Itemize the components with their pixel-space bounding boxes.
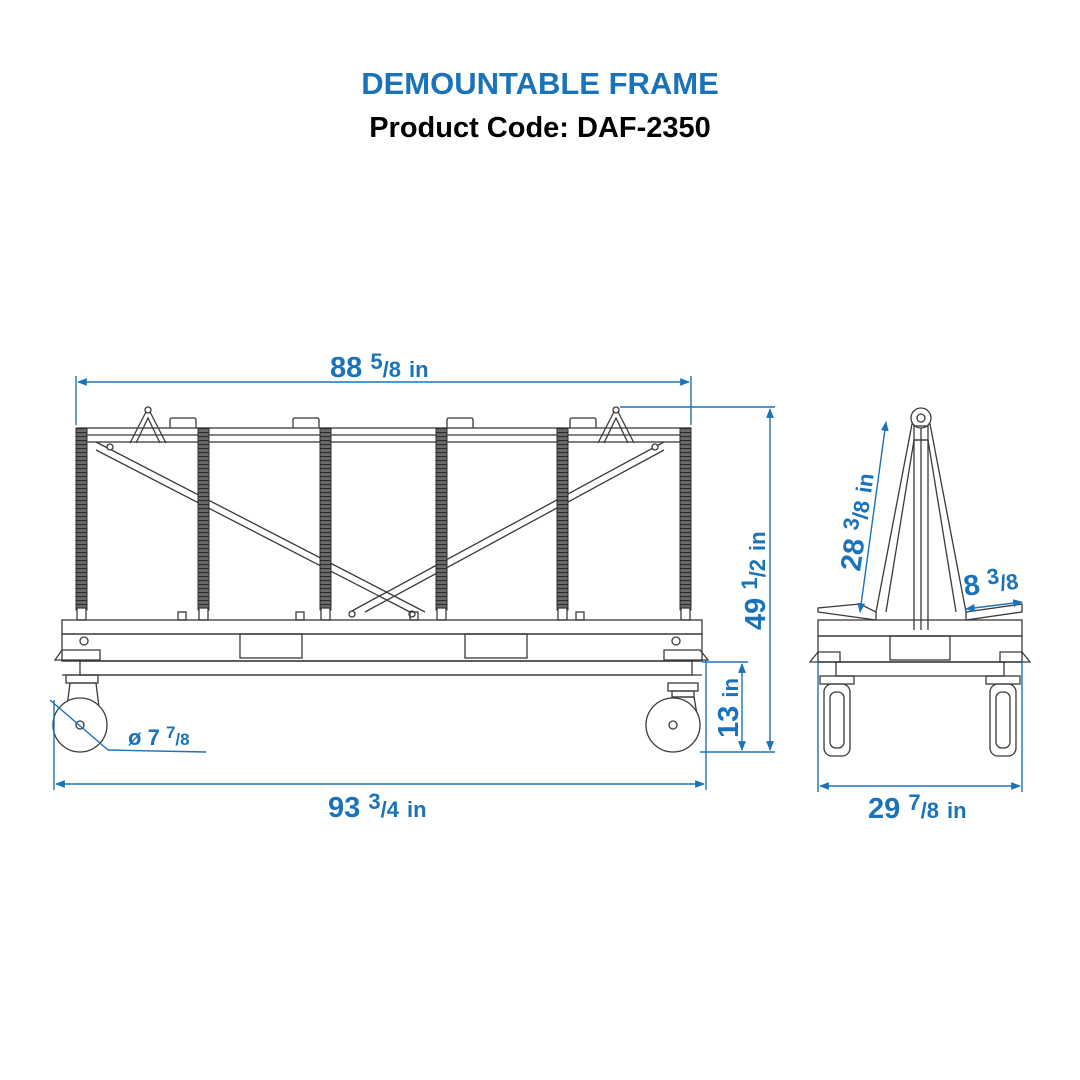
straps [75,427,692,621]
lifting-eyes [129,406,635,444]
side-arm-label: 28 3/8 in [832,470,880,572]
wheel-diameter-label: ø 7 7/8 [128,723,190,750]
front-right-caster [645,682,701,753]
side-offset-label: 8 3/8 [961,561,1020,603]
side-left-caster [819,675,855,757]
front-left-caster [52,674,108,753]
side-view [808,407,1032,757]
top-width-label: 88 5/8 in [330,349,429,384]
front-view [52,406,710,753]
front-x-brace [95,441,665,618]
base-height-label: 13 in [713,678,745,738]
diagram-title: DEMOUNTABLE FRAME [361,66,719,101]
height-label: 49 1/2 in [737,531,772,630]
product-code: Product Code: DAF-2350 [369,112,711,144]
side-width-label: 29 7/8 in [868,790,967,825]
dimension-lines [49,376,1023,792]
top-handles [169,417,597,428]
front-base [53,611,710,676]
bottom-width-label: 93 3/4 in [328,789,427,824]
side-right-caster [985,675,1021,757]
